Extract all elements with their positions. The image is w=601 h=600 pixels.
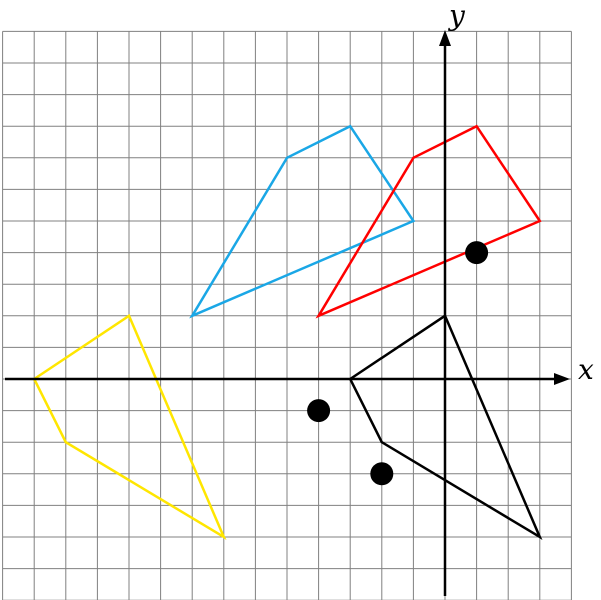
x-axis-label: x xyxy=(578,353,594,386)
shapes-layer xyxy=(32,124,543,541)
point-dot xyxy=(370,462,394,486)
y-axis-arrowhead xyxy=(439,30,451,46)
point-dot xyxy=(465,241,489,265)
y-axis-label: y xyxy=(447,0,466,32)
blue-quadrilateral xyxy=(189,124,416,319)
x-axis-arrowhead xyxy=(554,373,570,385)
dots-layer xyxy=(307,241,489,486)
black-quadrilateral xyxy=(348,313,543,541)
yellow-quadrilateral xyxy=(32,313,227,541)
grid xyxy=(2,30,572,600)
point-dot xyxy=(307,399,331,423)
axes: x y xyxy=(5,0,594,596)
